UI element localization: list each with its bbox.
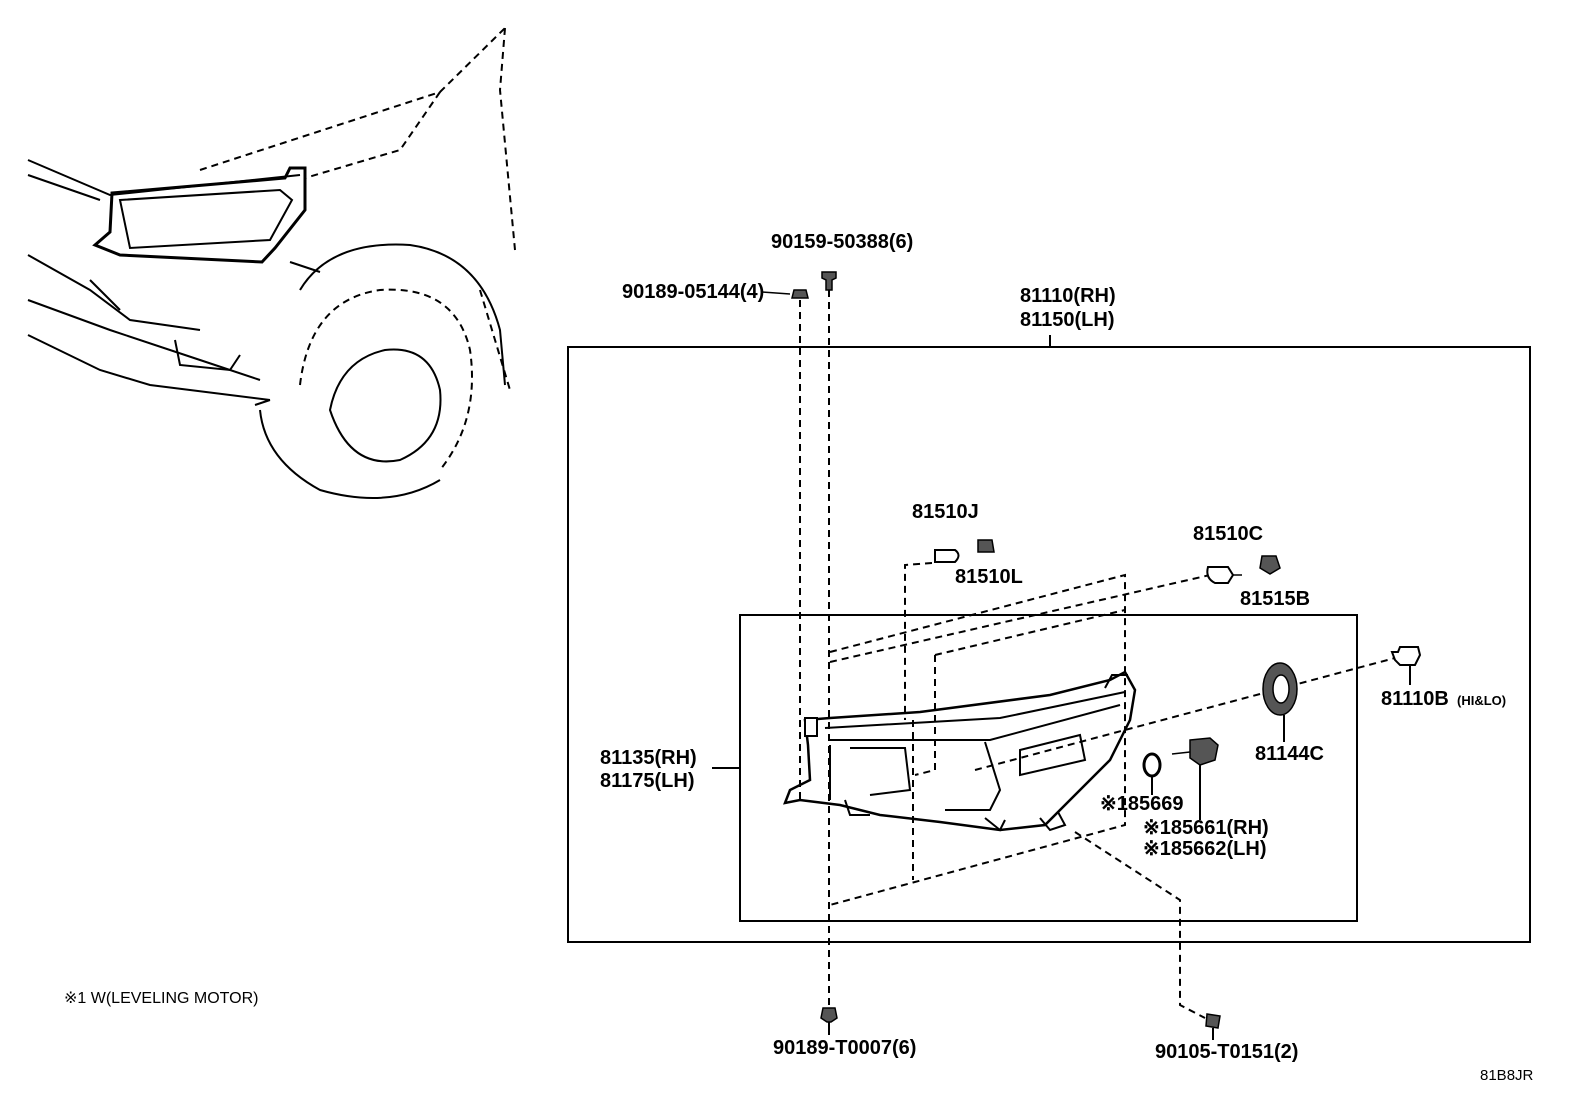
label-bulb-hilo-suffix: (HI&LO) <box>1457 693 1506 708</box>
label-unit-lh: 81175(LH) <box>600 770 695 792</box>
headlamp-unit <box>783 670 1137 832</box>
label-motor-lh: ※185662(LH) <box>1143 838 1266 860</box>
assy-outer-box <box>567 346 1531 943</box>
vehicle-front-illustration <box>27 27 516 499</box>
label-clip-bottom: 90189-T0007(6) <box>773 1037 916 1059</box>
label-bulb-j: 81510J <box>912 501 979 523</box>
label-socket-l: 81510L <box>955 566 1023 588</box>
footnote: ※1 W(LEVELING MOTOR) <box>64 990 258 1007</box>
small-parts <box>791 271 1422 1040</box>
label-unit-rh: 81135(RH) <box>600 747 697 769</box>
label-assy-lh: 81150(LH) <box>1020 309 1115 331</box>
label-screw-top: 90159-50388(6) <box>771 231 913 253</box>
leader-lines <box>799 290 1396 1019</box>
label-socket-b: 81515B <box>1240 588 1310 610</box>
label-oring: ※185669 <box>1100 793 1184 815</box>
label-bulb-hilo: 81110B <box>1381 688 1449 710</box>
label-cap: 81144C <box>1255 743 1324 765</box>
label-screw-bottom: 90105-T0151(2) <box>1155 1041 1298 1063</box>
label-motor-rh: ※185661(RH) <box>1143 817 1269 839</box>
label-clip-top: 90189-05144(4) <box>622 281 764 303</box>
diagram-code: 81B8JR <box>1480 1067 1534 1084</box>
label-assy-rh: 81110(RH) <box>1020 285 1116 307</box>
label-bulb-c: 81510C <box>1193 523 1263 545</box>
